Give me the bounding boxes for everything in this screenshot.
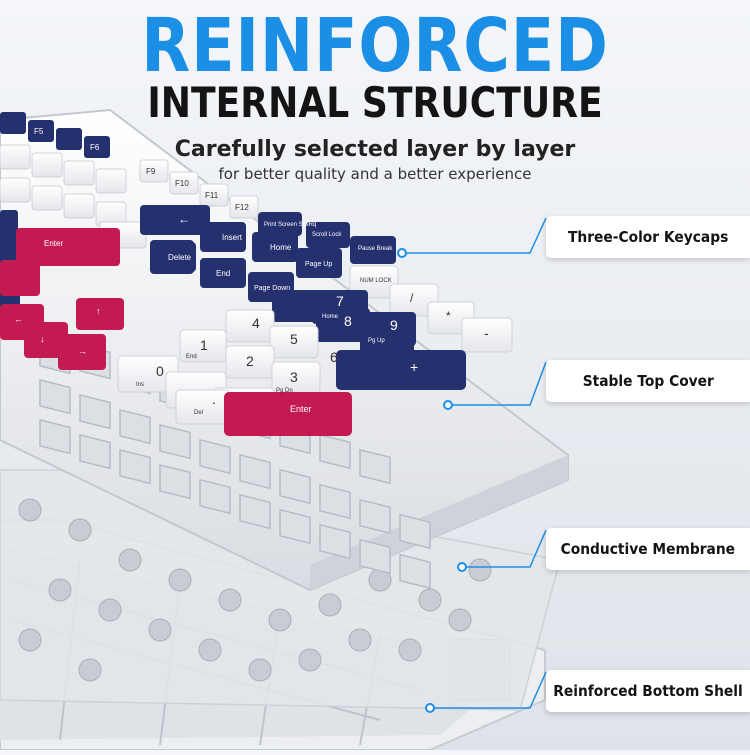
key-2-label: 2 xyxy=(246,353,254,369)
key-f11-label: F11 xyxy=(205,191,219,200)
key-printscreen-label: Print Screen SysRq xyxy=(264,222,316,228)
numpad: NUM LOCK / * - + Enter 7 Home 8 9 Pg Up … xyxy=(117,265,513,436)
key-f6-label: F6 xyxy=(90,143,100,152)
key-0-label: 0 xyxy=(156,363,164,379)
callout-label: Three-Color Keycaps xyxy=(567,228,729,246)
key-minus-label: - xyxy=(484,325,489,341)
arrow-left-key-icon: ← xyxy=(14,314,23,324)
key-f10-label: F10 xyxy=(175,179,189,188)
key-7-sub: Home xyxy=(322,314,339,320)
arrow-right-icon: → xyxy=(78,346,87,356)
key-3-sub: Pg Dn xyxy=(276,388,293,394)
leader-dots xyxy=(397,248,467,713)
callout-reinforced-bottom-shell: Reinforced Bottom Shell xyxy=(546,670,750,712)
callout-label: Stable Top Cover xyxy=(582,372,714,390)
callout-stable-top-cover: Stable Top Cover xyxy=(546,360,750,402)
key-3-label: 3 xyxy=(290,369,298,385)
headline-line2: INTERNAL STRUCTURE xyxy=(147,78,603,127)
function-row: F5 F6 F9 F10 F11 F12 xyxy=(0,112,259,219)
key-plus-label: + xyxy=(410,359,418,375)
numpad-enter-label: Enter xyxy=(290,404,312,414)
key-7-label: 7 xyxy=(336,293,344,309)
key-insert-label: Insert xyxy=(222,233,243,242)
numpad-enter-key xyxy=(224,392,352,436)
key-1-sub: End xyxy=(186,354,197,360)
main-enter-key xyxy=(16,228,120,266)
key-f9-label: F9 xyxy=(146,167,156,176)
backspace-key xyxy=(140,205,210,235)
key-pause-label: Pause Break xyxy=(358,246,393,252)
conductive-membrane xyxy=(0,469,561,711)
key-star-label: * xyxy=(446,309,451,323)
tagline: Carefully selected layer by layer xyxy=(174,137,576,162)
tagline-caption: for better quality and a better experien… xyxy=(218,165,532,183)
arrow-down-icon: ↓ xyxy=(40,334,45,344)
key-slash-label: / xyxy=(410,291,414,305)
keycaps-layer: F5 F6 F9 F10 F11 F12 ← xyxy=(0,112,513,436)
callout-three-color-keycaps: Three-Color Keycaps xyxy=(546,216,750,258)
key-pagedown-label: Page Down xyxy=(254,285,290,292)
arrow-left-icon: ← xyxy=(178,212,190,226)
key-6-label: 6 xyxy=(330,349,338,365)
key-5-label: 5 xyxy=(290,331,298,347)
arrow-up-icon: ↑ xyxy=(96,306,101,316)
key-0-sub: Ins xyxy=(136,382,144,388)
key-4-label: 4 xyxy=(252,315,260,331)
key-f5-label: F5 xyxy=(34,127,44,136)
key-f12-label: F12 xyxy=(235,203,249,212)
key-delete-label: Delete xyxy=(168,253,192,262)
key-numlock-label: NUM LOCK xyxy=(360,278,392,284)
callout-label: Conductive Membrane xyxy=(560,540,736,558)
main-enter-label: Enter xyxy=(44,239,63,248)
key-end-label: End xyxy=(216,269,230,278)
key-1-label: 1 xyxy=(200,337,208,353)
key-9-label: 9 xyxy=(390,317,398,333)
leader-lines xyxy=(402,217,547,709)
key-home-label: Home xyxy=(270,243,292,252)
callout-label: Reinforced Bottom Shell xyxy=(553,682,743,700)
key-pageup-label: Page Up xyxy=(305,261,332,268)
key-scrolllock-label: Scroll Lock xyxy=(312,232,342,238)
key-8-label: 8 xyxy=(344,313,352,329)
key-dot-label: . xyxy=(212,391,216,407)
key-9-sub: Pg Up xyxy=(368,338,385,344)
headline-line1: REINFORCED xyxy=(141,3,609,89)
callout-conductive-membrane: Conductive Membrane xyxy=(546,528,750,570)
key-dot-sub: Del xyxy=(194,410,203,416)
arrow-keys xyxy=(0,260,124,370)
